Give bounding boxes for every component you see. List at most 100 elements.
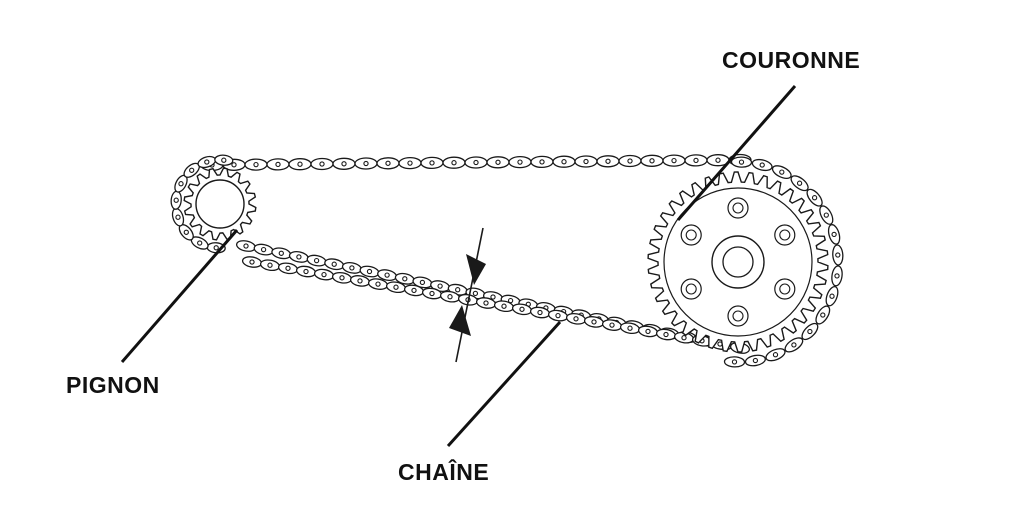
- chain-pin: [835, 252, 841, 258]
- chain-pin: [779, 169, 785, 175]
- chain-pin: [357, 278, 363, 284]
- chain-pin: [411, 287, 417, 294]
- chain-pin: [738, 159, 745, 165]
- chain-pin: [331, 261, 337, 267]
- chain-pin: [823, 212, 829, 218]
- chain-pin: [213, 245, 219, 251]
- chain-link: [819, 205, 834, 225]
- chain-link: [771, 165, 792, 180]
- chain-pin: [831, 231, 837, 238]
- chain-link: [751, 158, 773, 172]
- chain-pin: [349, 265, 355, 271]
- width-indicator: [449, 227, 486, 363]
- chain-pin: [429, 160, 435, 166]
- chainring-bolt-hole: [732, 310, 744, 322]
- chain-pin: [243, 243, 249, 249]
- chain-pin: [627, 158, 633, 164]
- chain-link: [765, 348, 786, 362]
- chain-link: [827, 224, 841, 245]
- chain-link: [306, 254, 327, 267]
- chain-link: [288, 158, 312, 171]
- chain-link: [277, 262, 299, 275]
- chain-pin: [561, 159, 567, 165]
- chain-pin: [339, 275, 345, 281]
- chain-pin: [501, 303, 507, 309]
- chain-link: [331, 271, 353, 284]
- chain-pin: [583, 158, 589, 165]
- chain-pin: [807, 328, 813, 335]
- chain-pin: [645, 328, 651, 335]
- chain-link: [376, 157, 400, 170]
- sprocket: [183, 167, 257, 241]
- chain-link: [310, 157, 334, 171]
- chain-pin: [197, 240, 203, 246]
- chain-link: [640, 154, 664, 167]
- chain-pin: [393, 284, 399, 290]
- chain-pin: [267, 262, 273, 268]
- chain-pin: [796, 180, 803, 186]
- chain-pin: [175, 214, 181, 220]
- chain-link: [831, 265, 843, 287]
- chain-pin: [772, 352, 779, 358]
- chain-pin: [829, 293, 835, 299]
- chain-pin: [407, 160, 413, 166]
- chain-pin: [260, 246, 267, 253]
- chaine-leader-line: [446, 320, 562, 448]
- chain-link: [288, 250, 309, 263]
- chain-pin: [517, 159, 523, 165]
- chain-pin: [249, 259, 255, 265]
- chain-pin: [375, 281, 381, 287]
- chain-link: [420, 156, 444, 170]
- chain-pin: [752, 357, 759, 364]
- chain-pin: [681, 335, 687, 341]
- chain-pin: [609, 322, 615, 328]
- chain-link: [398, 156, 422, 170]
- pignon-label: PIGNON: [66, 372, 160, 398]
- chain-pin: [275, 161, 281, 168]
- chain-pin: [811, 195, 818, 201]
- chain-pin: [384, 272, 390, 278]
- chain-link: [253, 243, 274, 256]
- chain-pin: [285, 265, 291, 271]
- chain-link: [596, 155, 620, 168]
- chain-link: [295, 265, 317, 278]
- chain-link: [486, 156, 510, 169]
- chain-pin: [303, 268, 309, 275]
- chain-pin: [385, 160, 391, 166]
- chaine-label: CHAÎNE: [398, 459, 490, 485]
- chain-link: [241, 256, 263, 268]
- sprocket-center: [195, 179, 245, 229]
- chain-link: [662, 154, 686, 167]
- chain-pin: [278, 250, 284, 256]
- chain-pin: [820, 312, 826, 318]
- couronne-leader-line: [676, 85, 797, 221]
- chain-pin: [221, 157, 227, 163]
- chainring-axle-hole: [722, 246, 754, 278]
- chain-link: [815, 305, 831, 325]
- chain-pin: [495, 159, 501, 165]
- chain-pin: [402, 276, 408, 282]
- chain-link: [464, 156, 488, 169]
- chain-pin: [791, 342, 797, 348]
- pignon-leader-line: [120, 229, 239, 363]
- width-arrow-top: [466, 254, 486, 285]
- chainring-bolt-hole: [732, 202, 744, 214]
- chain-pin: [451, 160, 457, 166]
- chain-pin: [715, 157, 721, 163]
- chain-link: [723, 356, 746, 368]
- chain-pin: [519, 306, 525, 312]
- width-arrow-bottom: [449, 305, 471, 336]
- chain-pin: [319, 161, 325, 167]
- chain-link: [332, 157, 356, 170]
- chain-link: [832, 244, 844, 266]
- chain-pin: [627, 325, 633, 331]
- chainring-bolt-hole: [779, 229, 791, 241]
- chain-pin: [537, 309, 543, 316]
- chain-pin: [341, 161, 347, 167]
- chain-link: [530, 155, 554, 169]
- chain-wrap-chainring: [723, 156, 844, 368]
- chain-upper-run: [200, 153, 752, 172]
- chain-pin: [429, 290, 435, 297]
- chain-pin: [296, 254, 302, 260]
